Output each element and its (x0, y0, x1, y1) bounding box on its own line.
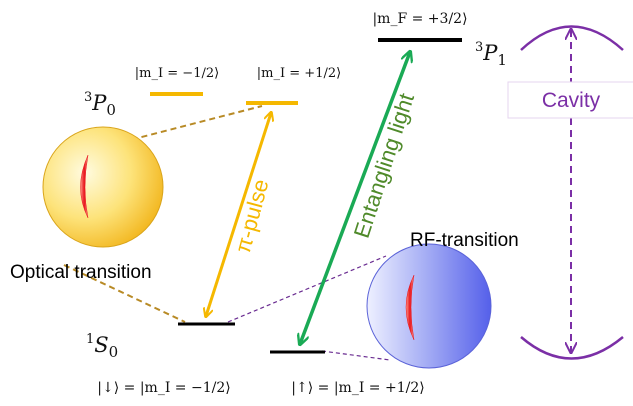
p0-plus-label: |m_I = +1/2⟩ (257, 66, 341, 81)
cavity-mirror-top (520, 25, 624, 51)
s0-term-label: 1S0 (86, 332, 118, 361)
down-state-label: |↓⟩ = |m_I = −1/2⟩ (97, 380, 230, 396)
cavity-mirror-bottom (520, 336, 624, 360)
cavity-label: Cavity (542, 89, 601, 112)
p0-minus-label: |m_I = −1/2⟩ (135, 66, 219, 81)
p0-term-label: 3P0 (84, 90, 116, 119)
entangling-arrow (300, 52, 410, 344)
cavity-structure: Cavity (507, 25, 633, 360)
p1-term-label: 3P1 (475, 40, 507, 69)
cavity-label-box (507, 81, 633, 119)
p1-mf-label: |m_F = +3/2⟩ (372, 11, 467, 27)
up-state-label: |↑⟩ = |m_I = +1/2⟩ (291, 380, 424, 396)
optical-sphere (42, 126, 164, 248)
rf-dash-bottom (321, 350, 391, 361)
rf-sphere (366, 243, 492, 369)
rf-dash-top (227, 255, 387, 323)
entangling-label: Entangling light (349, 90, 419, 241)
pi-pulse-arrow (206, 113, 271, 316)
optical-dash-bottom (63, 264, 186, 323)
rf-transition-label: RF-transition (410, 230, 519, 251)
optical-transition-label: Optical transition (10, 262, 152, 283)
